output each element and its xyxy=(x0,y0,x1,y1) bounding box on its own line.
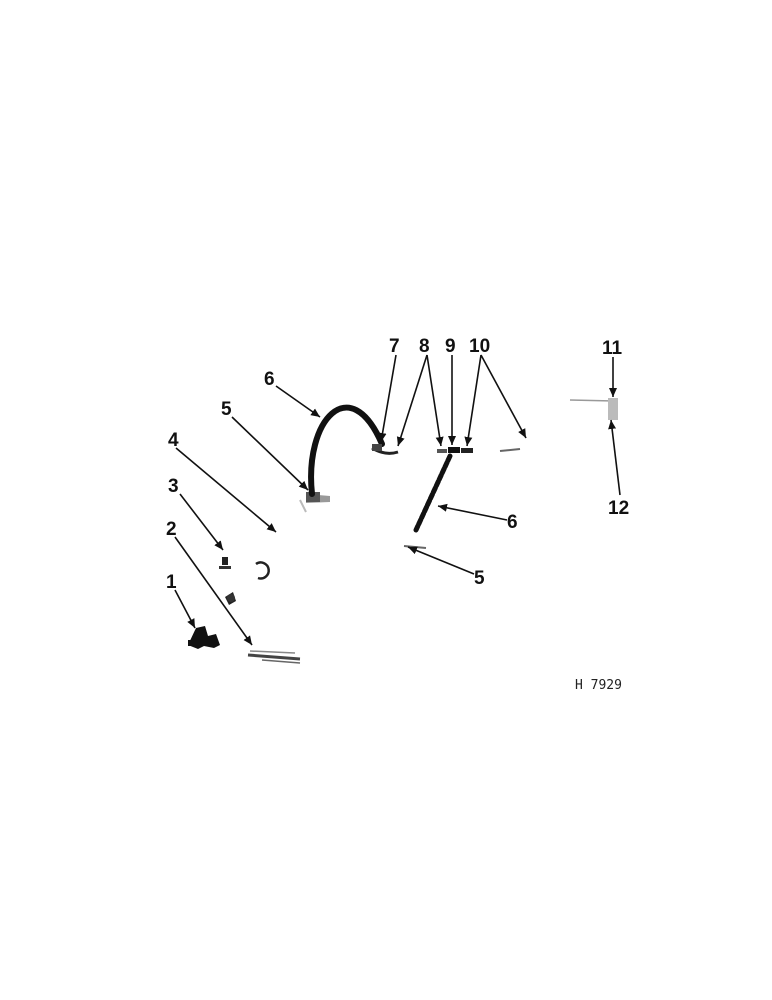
callout-11: 11 xyxy=(602,338,623,359)
part-5-hose-end-upper xyxy=(299,492,330,513)
callout-9: 9 xyxy=(445,336,456,357)
callout-5-lower: 5 xyxy=(474,568,485,589)
leader-12 xyxy=(608,419,621,496)
part-3-fittings xyxy=(219,557,236,605)
callout-2: 2 xyxy=(166,519,177,540)
callout-1: 1 xyxy=(166,572,177,593)
leader-1 xyxy=(174,589,196,629)
callout-6-lower: 6 xyxy=(507,512,518,533)
leader-8b xyxy=(426,354,444,447)
leader-4 xyxy=(175,447,277,533)
part-8-9-10-valve-fittings xyxy=(437,447,521,453)
part-5-hose-end-lower xyxy=(403,545,427,549)
callout-5-upper: 5 xyxy=(221,399,232,420)
leader-5b xyxy=(407,546,475,575)
part-7-fitting xyxy=(371,444,399,455)
leader-5a xyxy=(231,416,309,491)
callout-labels: 1 2 3 4 5 6 7 8 9 10 11 12 6 5 xyxy=(166,336,629,593)
leader-10a xyxy=(464,354,482,447)
leader-lines xyxy=(174,354,621,646)
part-1-bracket xyxy=(188,626,220,649)
callout-3: 3 xyxy=(168,476,179,497)
callout-10: 10 xyxy=(469,336,490,357)
leader-6a xyxy=(275,385,321,418)
callout-7: 7 xyxy=(389,336,400,357)
leader-6b xyxy=(437,503,508,521)
leader-8a xyxy=(396,354,428,447)
leader-10b xyxy=(480,354,527,439)
callout-6-upper: 6 xyxy=(264,369,275,390)
callout-8: 8 xyxy=(419,336,430,357)
part-2-rod xyxy=(247,650,301,664)
callout-4: 4 xyxy=(168,430,179,451)
part-4-clip-ring xyxy=(255,561,270,580)
part-6-hose-straight xyxy=(413,453,453,533)
part-11-12-elbow xyxy=(569,398,618,420)
leader-7 xyxy=(378,354,397,443)
part-6-hose-arched xyxy=(308,404,385,497)
leader-2 xyxy=(174,536,253,646)
leader-3 xyxy=(179,493,224,551)
callout-12: 12 xyxy=(608,498,629,519)
figure-id: H 7929 xyxy=(575,678,622,693)
